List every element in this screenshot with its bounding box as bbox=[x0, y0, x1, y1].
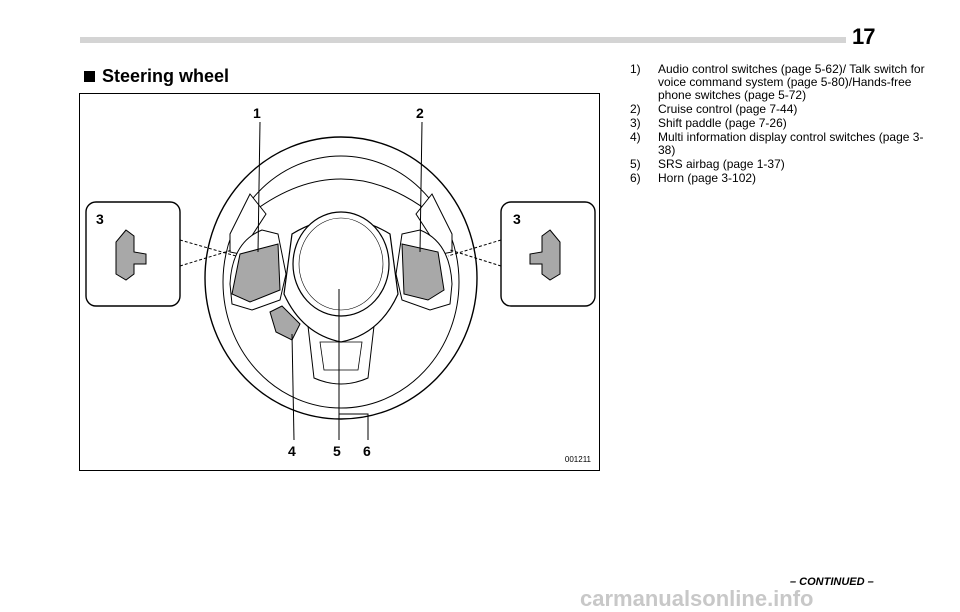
legend-item: 2)Cruise control (page 7-44) bbox=[630, 102, 798, 116]
header-bar bbox=[80, 37, 846, 43]
figure-code: 001211 bbox=[564, 455, 591, 464]
wheel-rim-outer bbox=[204, 136, 478, 420]
callout-1: 1 bbox=[253, 105, 261, 121]
callout-3-left: 3 bbox=[96, 211, 104, 227]
lower-spoke bbox=[307, 325, 375, 385]
steering-wheel-illustration: 1 2 3 3 4 5 6 bbox=[85, 105, 596, 459]
section-title-text: Steering wheel bbox=[102, 66, 230, 86]
callout-3-right: 3 bbox=[513, 211, 521, 227]
audio-switch-panel bbox=[231, 243, 281, 303]
right-paddle-detail bbox=[529, 229, 561, 281]
callout-4: 4 bbox=[288, 443, 296, 459]
continued-label: – CONTINUED – bbox=[790, 576, 874, 588]
callout-6: 6 bbox=[363, 443, 371, 459]
right-paddle-shape bbox=[415, 193, 453, 255]
watermark: carmanualsonline.info bbox=[580, 586, 814, 611]
cruise-switch-panel bbox=[401, 243, 445, 301]
square-bullet-icon bbox=[84, 71, 95, 82]
left-paddle-shape bbox=[229, 193, 267, 255]
legend-item: 5)SRS airbag (page 1-37) bbox=[630, 157, 785, 171]
mid-control-switch bbox=[269, 305, 301, 341]
legend-item: 6)Horn (page 3-102) bbox=[630, 171, 757, 185]
callout-2: 2 bbox=[416, 105, 424, 121]
legend-item: 4)Multi information display control swit… bbox=[630, 130, 924, 157]
left-paddle-detail bbox=[115, 229, 147, 281]
legend-list: 1)Audio control switches (page 5-62)/ Ta… bbox=[630, 63, 930, 186]
callout-5: 5 bbox=[333, 443, 341, 459]
page-number: 17 bbox=[852, 24, 875, 49]
steering-wheel-figure: 1 2 3 3 4 5 6 001211 bbox=[79, 93, 600, 471]
wheel-rim-inner bbox=[222, 155, 460, 409]
legend-item: 3)Shift paddle (page 7-26) bbox=[630, 116, 787, 130]
legend-item: 1)Audio control switches (page 5-62)/ Ta… bbox=[630, 62, 925, 102]
airbag-cover bbox=[292, 211, 390, 317]
section-title: Steering wheel bbox=[84, 66, 229, 87]
